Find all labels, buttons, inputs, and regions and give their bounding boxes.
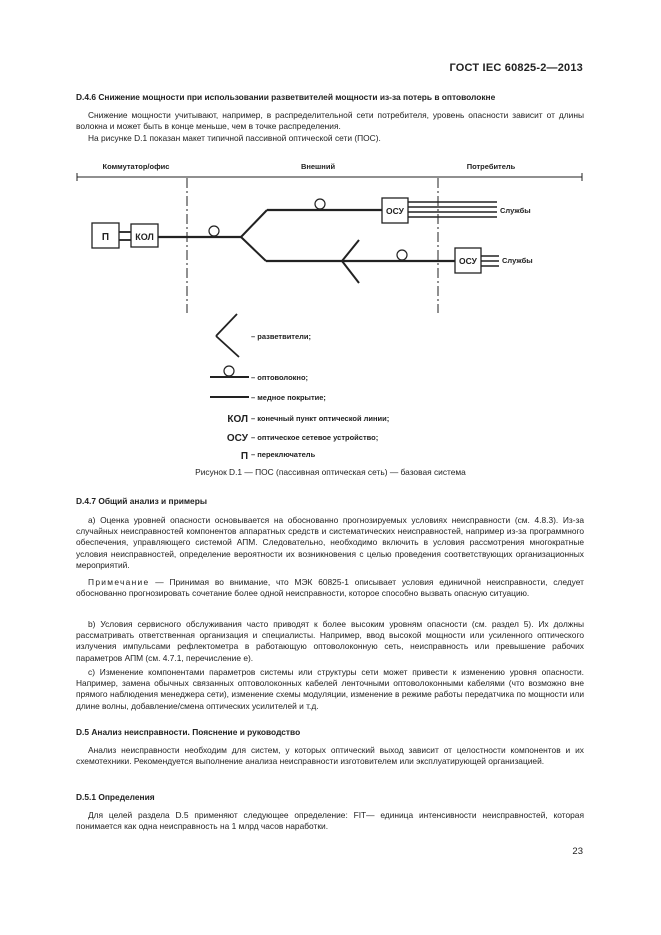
legend-fiber-text: – оптоволокно; [251,373,308,382]
fiber-loop-main [208,225,220,237]
section-d5-heading: D.5 Анализ неисправности. Пояснение и ру… [76,727,301,737]
legend-splitters-text: – разветвители; [251,332,311,341]
copper-services-top [408,201,497,218]
note-label: Примечание [88,577,150,587]
splitter-1 [240,209,268,262]
section-d47-heading: D.4.7 Общий анализ и примеры [76,496,207,506]
page-number: 23 [572,846,583,857]
legend-copper-text: – медное покрытие; [251,393,326,402]
section-d47-note: Примечание — Принимая во внимание, что М… [76,577,584,599]
document-header: ГОСТ IEC 60825-2—2013 [449,62,583,74]
legend-osu-symbol: ОСУ [227,433,249,444]
fiber-loop-upper [314,198,326,210]
switch-box: П [91,222,120,249]
section-d5-paragraph: Анализ неисправности необходим для систе… [76,745,584,767]
zone-label-office: Коммутатор/офис [103,162,170,171]
legend-kol-text: – конечный пункт оптической линии; [251,414,389,423]
legend-osu-text: – оптическое сетевое устройство; [251,433,378,442]
kol-box: КОЛ [130,223,159,248]
copper-services-bottom [481,255,499,267]
legend-kol-symbol: КОЛ [227,414,248,425]
section-d47-item-b: b) Условия сервисного обслуживания часто… [76,619,584,663]
switch-box-label: П [102,232,109,243]
osu-top-label: ОСУ [386,206,405,216]
zone-label-consumer: Потребитель [467,162,516,171]
note-text: — Принимая во внимание, что МЭК 60825-1 … [76,577,584,599]
legend-splitter-symbol [215,313,240,358]
figure-caption: Рисунок D.1 — ПОС (пассивная оптическая … [195,467,466,477]
fiber-loop-lower [396,249,408,261]
legend-p-text: – переключатель [251,450,316,459]
services-top-label: Службы [500,206,531,215]
section-d46-paragraph-2: На рисунке D.1 показан макет типичной па… [88,133,381,143]
zone-dividers [186,178,439,313]
zone-label-external: Внешний [301,162,336,171]
osu-top-box: ОСУ [381,197,409,224]
osu-bottom-box: ОСУ [454,247,482,274]
section-d51-paragraph: Для целей раздела D.5 применяют следующе… [76,810,584,832]
section-d47-item-c: с) Изменение компонентами параметров сис… [76,667,584,711]
section-d47-item-a: а) Оценка уровней опасности основывается… [76,515,584,570]
services-bottom-label: Службы [502,256,533,265]
osu-bottom-label: ОСУ [459,256,478,266]
kol-box-label: КОЛ [135,232,154,242]
splitter-2 [341,239,360,284]
section-d46-heading: D.4.6 Снижение мощности при использовани… [76,92,496,102]
legend-p-symbol: П [241,451,248,462]
legend-fiber-loop [223,365,235,377]
pon-diagram: Коммутатор/офис Внешний Потребитель П КО… [76,162,583,462]
zone-header-line [76,173,583,181]
section-d46-paragraph-1: Снижение мощности учитывают, например, в… [76,110,584,132]
section-d51-heading: D.5.1 Определения [76,792,155,802]
